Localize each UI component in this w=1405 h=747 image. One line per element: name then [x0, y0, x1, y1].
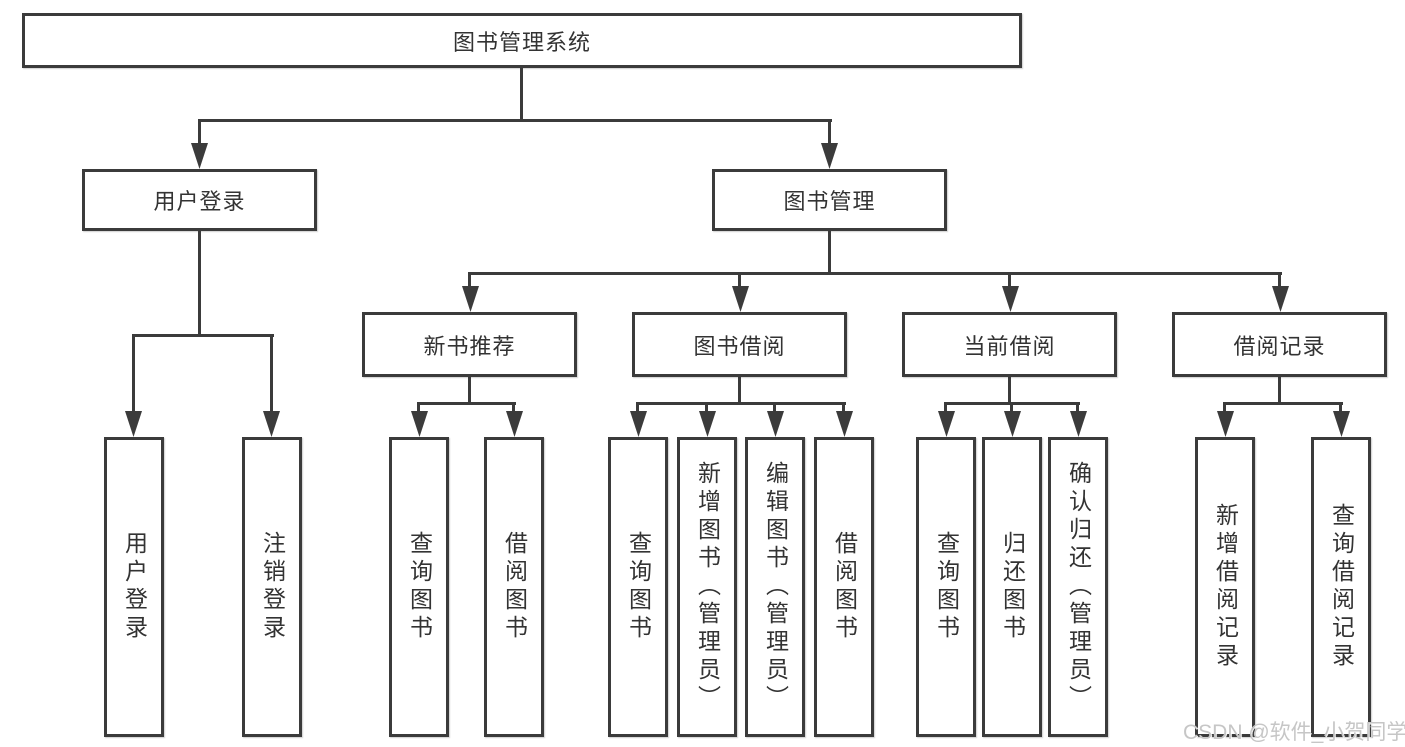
connector-level3-rail — [468, 272, 1282, 275]
leaf-user-login-label: 用户登录 — [121, 531, 148, 643]
arrow-down-icon — [1070, 411, 1087, 437]
arrow-down-icon — [821, 143, 838, 169]
connector-current-borrow-rail — [944, 402, 1080, 405]
connector-drop — [1223, 405, 1226, 415]
connector-book-borrow-stem — [738, 377, 741, 404]
node-book-management: 图书管理 — [712, 169, 947, 231]
leaf-borrow-borrow-book-label: 借阅图书 — [831, 531, 858, 643]
csdn-watermark: CSDN @软件_小贺同学 — [1183, 721, 1405, 744]
arrow-down-icon — [263, 411, 280, 437]
connector-drop — [1010, 405, 1013, 415]
arrow-down-icon — [732, 286, 749, 312]
connector-drop-new-book — [468, 275, 471, 289]
arrow-down-icon — [699, 411, 716, 437]
node-root-label: 图书管理系统 — [452, 29, 591, 55]
leaf-query-borrow-record-label: 查询借阅记录 — [1328, 503, 1355, 671]
node-new-book-recommend: 新书推荐 — [362, 312, 577, 377]
leaf-query-borrow-record: 查询借阅记录 — [1311, 437, 1371, 737]
connector-borrow-record-rail — [1223, 402, 1343, 405]
connector-user-login-stem — [198, 231, 201, 337]
arrow-down-icon — [411, 411, 428, 437]
node-borrow-record: 借阅记录 — [1172, 312, 1387, 377]
connector-drop — [1076, 405, 1079, 415]
node-new-book-recommend-label: 新书推荐 — [423, 333, 516, 359]
connector-drop-current-borrow — [1008, 275, 1011, 289]
leaf-newbook-query-book: 查询图书 — [389, 437, 449, 737]
connector-drop-leaf-logout — [270, 337, 273, 415]
connector-drop — [842, 405, 845, 415]
node-book-borrow-label: 图书借阅 — [693, 333, 786, 359]
leaf-add-book-admin-label: 新增图书（管理员） — [694, 461, 721, 713]
connector-drop — [1339, 405, 1342, 415]
arrow-down-icon — [506, 411, 523, 437]
connector-drop — [512, 405, 515, 415]
connector-current-borrow-stem — [1008, 377, 1011, 404]
arrow-down-icon — [462, 286, 479, 312]
arrow-down-icon — [1004, 411, 1021, 437]
arrow-down-icon — [836, 411, 853, 437]
node-current-borrow: 当前借阅 — [902, 312, 1117, 377]
leaf-user-login: 用户登录 — [104, 437, 164, 737]
leaf-return-book: 归还图书 — [982, 437, 1042, 737]
leaf-borrow-borrow-book: 借阅图书 — [814, 437, 874, 737]
arrow-down-icon — [938, 411, 955, 437]
connector-drop-user-login — [198, 121, 201, 147]
arrow-down-icon — [1217, 411, 1234, 437]
leaf-confirm-return-admin-label: 确认归还（管理员） — [1065, 461, 1092, 713]
connector-level2-rail — [198, 119, 832, 122]
connector-book-borrow-rail — [636, 402, 846, 405]
arrow-down-icon — [1333, 411, 1350, 437]
leaf-borrow-query-book: 查询图书 — [608, 437, 668, 737]
connector-drop — [773, 405, 776, 415]
leaf-current-query-book: 查询图书 — [916, 437, 976, 737]
leaf-return-book-label: 归还图书 — [999, 531, 1026, 643]
arrow-down-icon — [125, 411, 142, 437]
connector-new-book-rail — [417, 402, 516, 405]
connector-drop-book-management — [828, 121, 831, 147]
connector-drop-leaf-user-login — [132, 337, 135, 415]
connector-new-book-stem — [468, 377, 471, 404]
leaf-logout: 注销登录 — [242, 437, 302, 737]
arrow-down-icon — [630, 411, 647, 437]
leaf-add-borrow-record: 新增借阅记录 — [1195, 437, 1255, 737]
node-user-login: 用户登录 — [82, 169, 317, 231]
leaf-add-book-admin: 新增图书（管理员） — [677, 437, 737, 737]
connector-root-stem — [520, 68, 523, 121]
connector-drop — [417, 405, 420, 415]
connector-drop-book-borrow — [738, 275, 741, 289]
leaf-edit-book-admin: 编辑图书（管理员） — [745, 437, 805, 737]
node-user-login-label: 用户登录 — [153, 189, 246, 214]
connector-drop — [705, 405, 708, 415]
node-book-borrow: 图书借阅 — [632, 312, 847, 377]
arrow-down-icon — [767, 411, 784, 437]
leaf-confirm-return-admin: 确认归还（管理员） — [1048, 437, 1108, 737]
leaf-newbook-borrow-book: 借阅图书 — [484, 437, 544, 737]
connector-borrow-record-stem — [1278, 377, 1281, 404]
leaf-logout-label: 注销登录 — [259, 531, 286, 643]
connector-drop — [944, 405, 947, 415]
arrow-down-icon — [1002, 286, 1019, 312]
leaf-edit-book-admin-label: 编辑图书（管理员） — [762, 461, 789, 713]
leaf-add-borrow-record-label: 新增借阅记录 — [1212, 503, 1239, 671]
leaf-newbook-query-book-label: 查询图书 — [406, 531, 433, 643]
node-book-management-label: 图书管理 — [783, 189, 876, 214]
arrow-down-icon — [191, 143, 208, 169]
connector-user-login-rail — [132, 334, 274, 337]
leaf-newbook-borrow-book-label: 借阅图书 — [501, 531, 528, 643]
connector-book-management-stem — [828, 231, 831, 273]
node-current-borrow-label: 当前借阅 — [963, 333, 1056, 359]
connector-drop — [636, 405, 639, 415]
connector-drop-borrow-record — [1278, 275, 1281, 289]
arrow-down-icon — [1272, 286, 1289, 312]
node-root: 图书管理系统 — [22, 13, 1022, 68]
node-borrow-record-label: 借阅记录 — [1233, 333, 1326, 359]
leaf-current-query-book-label: 查询图书 — [933, 531, 960, 643]
leaf-borrow-query-book-label: 查询图书 — [625, 531, 652, 643]
